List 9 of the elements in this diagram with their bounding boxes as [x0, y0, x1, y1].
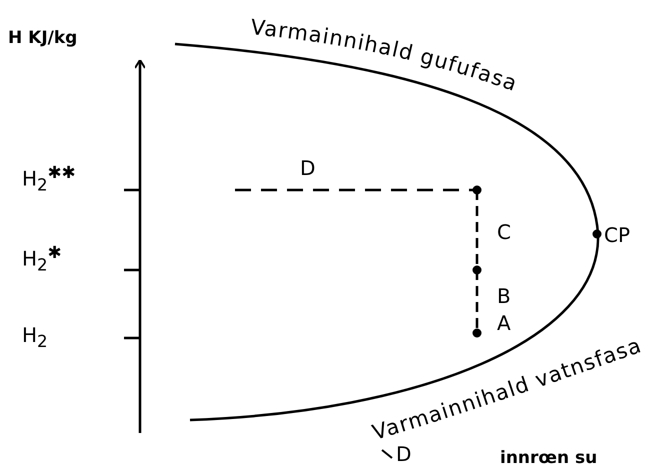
axis-label: H KJ/kg — [8, 30, 78, 47]
point-label: C — [497, 222, 511, 242]
point-label: D — [300, 158, 316, 178]
axis-tick-label: H$_{2}$ — [22, 325, 48, 351]
point-label: CP — [604, 225, 630, 245]
point-label: B — [497, 286, 511, 306]
point-label: A — [497, 313, 511, 333]
text-fragment: innrœn su — [500, 450, 598, 467]
point-label: D — [396, 444, 412, 464]
